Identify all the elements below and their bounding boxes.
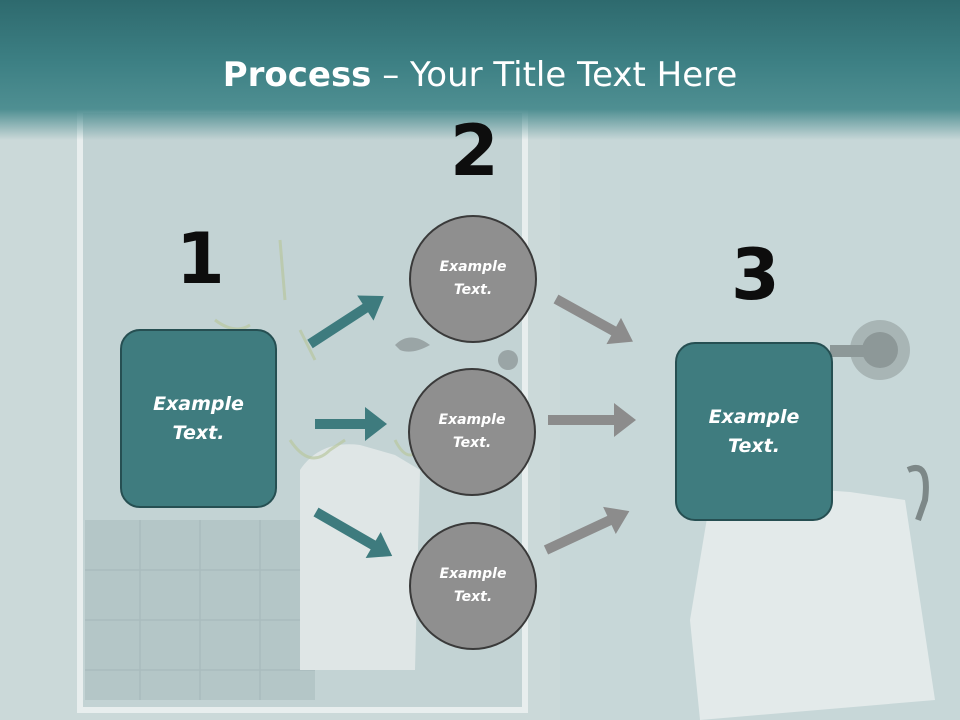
step-1-text: Example Text.	[153, 392, 244, 444]
gray-arrow-down-right	[553, 294, 633, 345]
step-2-circle-3[interactable]: Example Text.	[409, 522, 537, 650]
teal-arrow-right	[315, 407, 387, 441]
teal-arrow-up-right	[307, 295, 384, 349]
step-number-1: 1	[176, 218, 225, 300]
step-number-2: 2	[450, 110, 499, 192]
step-2-circle-2[interactable]: Example Text.	[408, 368, 536, 496]
slide-title: Process – Your Title Text Here	[0, 52, 960, 98]
title-rest: – Your Title Text Here	[371, 55, 738, 95]
teal-arrow-down-right	[313, 507, 393, 558]
step-3-box[interactable]: Example Text.	[675, 342, 833, 521]
step-2-circle-1[interactable]: Example Text.	[409, 215, 537, 343]
step-3-text: Example Text.	[708, 405, 800, 457]
gray-arrow-up-right	[543, 506, 630, 555]
circle-1-text: Example Text.	[439, 259, 507, 298]
gray-arrow-right	[548, 403, 636, 437]
circle-3-text: Example Text.	[439, 566, 507, 605]
title-bold: Process	[222, 55, 372, 95]
step-number-3: 3	[731, 234, 780, 316]
title-banner	[0, 0, 960, 140]
circle-2-text: Example Text.	[438, 412, 506, 451]
step-1-box[interactable]: Example Text.	[120, 329, 277, 508]
